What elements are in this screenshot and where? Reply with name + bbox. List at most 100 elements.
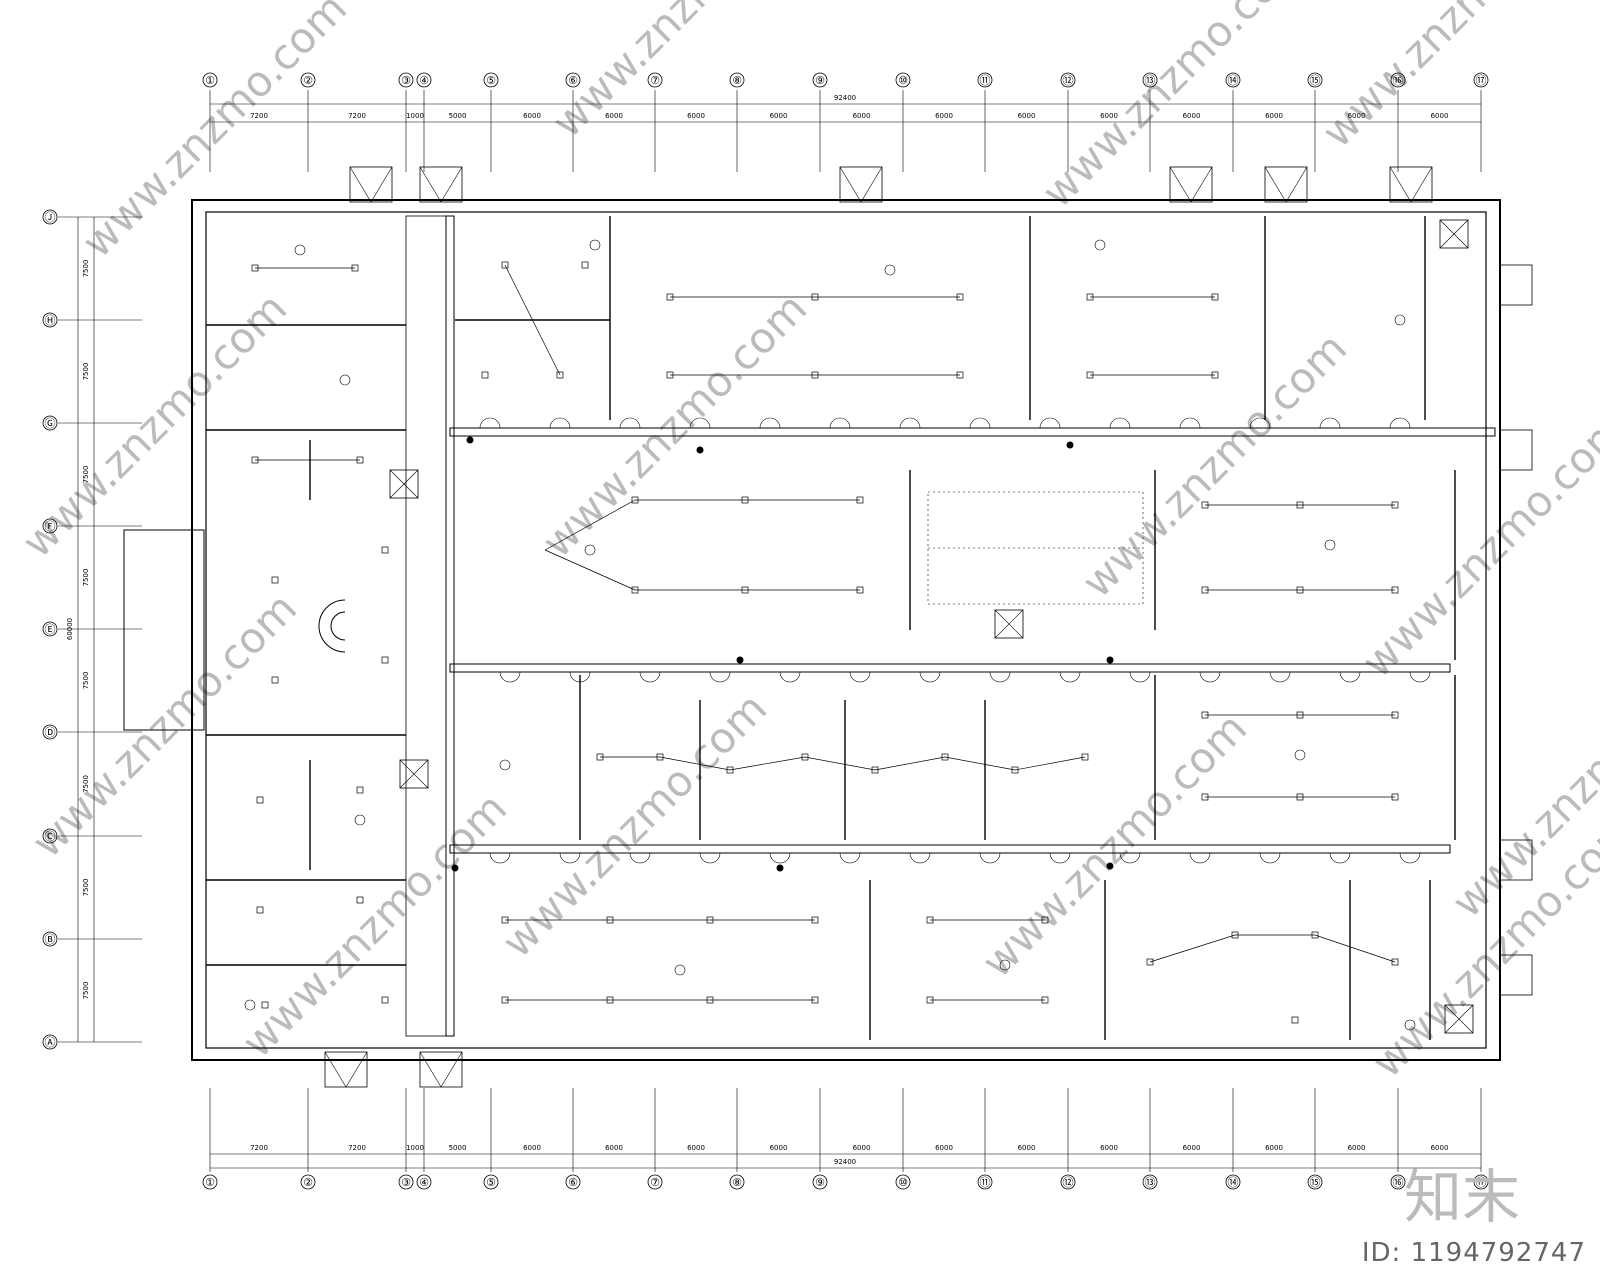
column-axis-label: ⑬	[1145, 74, 1156, 87]
light-fixture-symbol	[501, 261, 509, 269]
vestibule	[324, 1051, 368, 1088]
inner-wall-line	[205, 211, 1487, 1049]
column-axis-bubble	[1473, 72, 1489, 88]
corridor-light-dot	[466, 436, 474, 444]
column-axis-label: ①	[205, 1176, 215, 1189]
wiring-run	[544, 499, 636, 551]
row-spacing-label: 7500	[82, 775, 90, 793]
vestibule-door	[419, 1051, 442, 1088]
column-axis-bubble	[1473, 1174, 1489, 1190]
light-fixture-symbol	[941, 753, 949, 761]
corridor-wall	[449, 844, 1451, 854]
column-axis-bubble	[1142, 1174, 1158, 1190]
brand-logo: 知末	[1404, 1163, 1521, 1231]
corridor-wall	[449, 427, 1496, 437]
column-axis-label: ⑩	[898, 1176, 908, 1189]
door-swing	[499, 671, 521, 683]
column-spacing-label: 6000	[523, 1144, 541, 1152]
door-swing	[1319, 417, 1341, 429]
door-swing	[639, 671, 661, 683]
column-axis-label: ①	[205, 74, 215, 87]
column-axis-bubble	[202, 1174, 218, 1190]
door-swing	[899, 417, 921, 429]
wiring-run	[544, 549, 636, 591]
door-swing	[919, 671, 941, 683]
column-axis-bubble	[729, 1174, 745, 1190]
corridor-wall	[449, 663, 1451, 673]
door-swing	[1329, 852, 1351, 864]
light-fixture-symbol	[1081, 753, 1089, 761]
column-axis-bubble	[1060, 72, 1076, 88]
column-axis-bubble	[729, 72, 745, 88]
row-spacing-label: 7500	[82, 569, 90, 587]
row-axis-bubble	[42, 1034, 58, 1050]
door-swing	[1119, 852, 1141, 864]
watermark-text: www.znzmo.com	[22, 583, 306, 867]
shaft-cross	[994, 609, 1024, 639]
column-axis-bubble	[647, 1174, 663, 1190]
entrance-canopy	[123, 529, 205, 731]
light-fixture-symbol	[801, 753, 809, 761]
vestibule	[1169, 166, 1213, 203]
column-axis-bubble	[300, 1174, 316, 1190]
outlet-symbol	[499, 759, 511, 771]
vestibule	[1389, 166, 1433, 203]
light-fixture-symbol	[556, 371, 564, 379]
vestibule	[1499, 839, 1533, 881]
corridor-light-dot	[1106, 862, 1114, 870]
light-fixture-symbol	[726, 766, 734, 774]
door-swing	[1199, 671, 1221, 683]
corridor-light-dot	[1066, 441, 1074, 449]
outlet-symbol	[354, 814, 366, 826]
column-axis-bubble	[812, 1174, 828, 1190]
column-spacing-label: 6000	[1183, 112, 1201, 120]
outlet-symbol	[244, 999, 256, 1011]
column-spacing-label: 6000	[1265, 112, 1283, 120]
column-axis-bubble	[565, 72, 581, 88]
column-axis-bubble	[398, 1174, 414, 1190]
column-axis-label: ⑦	[650, 74, 660, 87]
watermark-text: www.znzmo.com	[72, 0, 356, 267]
column-spacing-label: 6000	[1431, 112, 1449, 120]
vestibule-door	[1169, 166, 1192, 203]
door-swing	[709, 671, 731, 683]
column-axis-label: ③	[401, 1176, 411, 1189]
column-axis-bubble	[977, 1174, 993, 1190]
shaft	[994, 609, 1024, 639]
row-axis-label: Ⓗ	[45, 314, 56, 327]
outlet-symbol	[674, 964, 686, 976]
light-fixture-symbol	[1146, 958, 1154, 966]
light-fixture-symbol	[356, 786, 364, 794]
row-axis-bubble	[42, 621, 58, 637]
reception-desk	[330, 611, 346, 641]
column-spacing-label: 6000	[1100, 1144, 1118, 1152]
column-axis-label: ⑧	[732, 1176, 742, 1189]
column-axis-bubble	[1307, 72, 1323, 88]
vestibule	[839, 166, 883, 203]
door-swing	[619, 417, 641, 429]
column-axis-label: ⑫	[1063, 74, 1074, 87]
total-height-label: 60000	[66, 618, 74, 640]
shaft-cross	[1439, 219, 1469, 249]
column-axis-label: ⑧	[732, 74, 742, 87]
bench-wiring-loop	[927, 491, 1144, 605]
watermark-text: www.znzmo.com	[1362, 803, 1600, 1087]
column-axis-label: ⑨	[815, 74, 825, 87]
row-spacing-label: 7500	[82, 363, 90, 381]
column-spacing-label: 6000	[605, 1144, 623, 1152]
door-swing	[699, 852, 721, 864]
shaft	[1439, 219, 1469, 249]
column-axis-label: ⑨	[815, 1176, 825, 1189]
door-swing	[479, 417, 501, 429]
lighting-fixtures	[244, 239, 1416, 1031]
light-fixture-symbol	[481, 371, 489, 379]
column-axis-bubble	[1390, 72, 1406, 88]
door-swing	[629, 852, 651, 864]
light-fixture-symbol	[261, 1001, 269, 1009]
door-swing	[1249, 417, 1271, 429]
vestibule	[419, 1051, 463, 1088]
row-axis-label: Ⓙ	[45, 211, 56, 224]
column-spacing-label: 6000	[1018, 1144, 1036, 1152]
light-fixture-symbol	[271, 676, 279, 684]
